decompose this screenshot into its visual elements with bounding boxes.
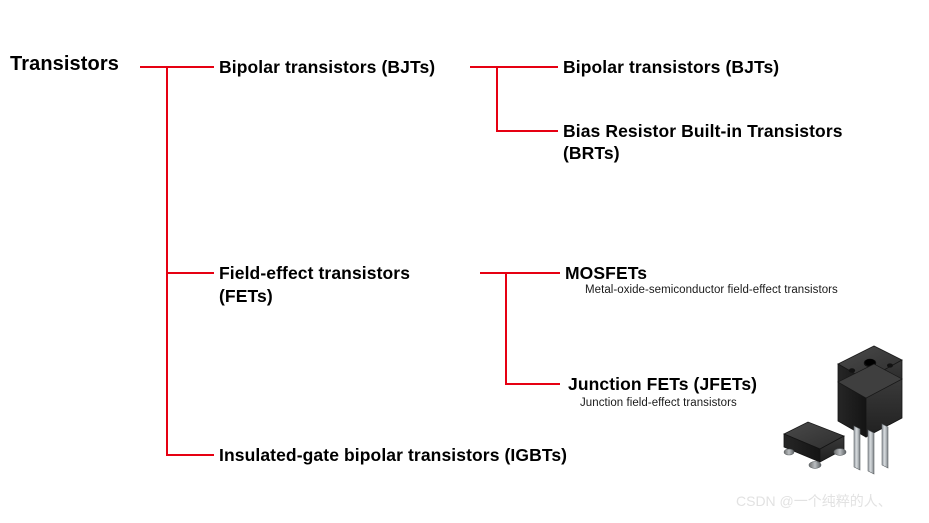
connector-bjt-out <box>470 66 498 68</box>
connector-branch-bjt <box>166 66 214 68</box>
transistor-packages-artwork <box>778 340 929 475</box>
connector-fet-child-2 <box>505 383 560 385</box>
node-fet-child-mosfets: MOSFETs <box>565 263 648 283</box>
subtitle-junction-fets: Junction field-effect transistors <box>580 397 737 409</box>
connector-root-horizontal <box>140 66 168 68</box>
connector-fet-out <box>480 272 507 274</box>
connector-branch-fet <box>166 272 214 274</box>
node-bjt-child-bias-resistor-built-in-transistors: Bias Resistor Built-in Transistors <box>563 121 843 141</box>
connector-bjt-subspine <box>496 66 498 132</box>
connector-bjt-child-1 <box>496 66 558 68</box>
node-bjt-child-bipolar-transistors: Bipolar transistors (BJTs) <box>563 57 780 77</box>
node-fet-child-junction-fets: Junction FETs (JFETs) <box>568 374 758 394</box>
root-node-transistors: Transistors <box>10 53 119 75</box>
csdn-watermark: CSDN @一个纯粹的人、 <box>736 493 892 509</box>
node-bjt-child-brts-line2: (BRTs) <box>563 143 620 163</box>
connector-branch-igbt <box>166 454 214 456</box>
sot23-package <box>783 421 847 469</box>
node-insulated-gate-bipolar-transistors: Insulated-gate bipolar transistors (IGBT… <box>219 445 568 465</box>
node-bipolar-transistors: Bipolar transistors (BJTs) <box>219 57 436 77</box>
node-field-effect-transistors: Field-effect transistors <box>219 263 411 283</box>
subtitle-mosfets: Metal-oxide-semiconductor field-effect t… <box>585 284 838 296</box>
node-field-effect-transistors-line2: (FETs) <box>219 286 273 306</box>
connector-bjt-child-2 <box>496 130 558 132</box>
to220-package <box>837 345 903 475</box>
transistor-packages-svg <box>783 345 903 475</box>
connector-fet-subspine <box>505 272 507 385</box>
connector-fet-child-1 <box>505 272 560 274</box>
connector-main-spine <box>166 66 168 456</box>
